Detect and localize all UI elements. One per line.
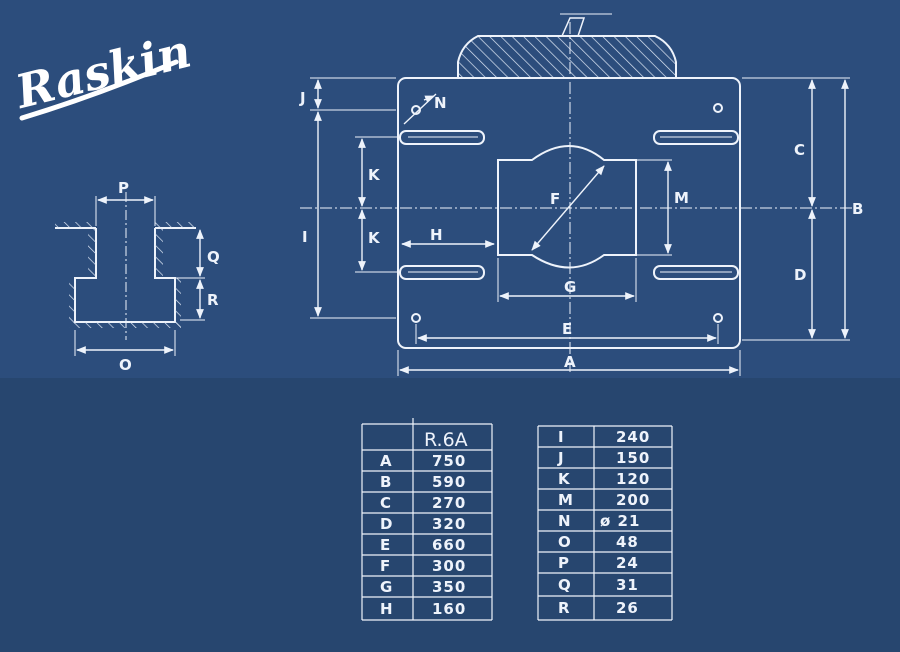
table-right-value: 240 [616, 428, 650, 446]
plate-outline [397, 77, 741, 349]
label-q: Q [207, 248, 220, 266]
table-left-value: 320 [432, 515, 466, 533]
label-a: A [564, 353, 576, 371]
table-left-key: F [380, 557, 391, 575]
dimension-table-right: I 240 J 150 K 120 M 200 N ø 21 O 48 P 24… [537, 425, 673, 621]
raskin-logo: Raskin [9, 24, 197, 121]
table-left-key: C [380, 494, 392, 512]
slot-top-right [653, 130, 739, 145]
table-right-value: 31 [616, 576, 639, 594]
table-left-value: 270 [432, 494, 466, 512]
logo-underline [19, 59, 179, 121]
table-left-key: E [380, 536, 391, 554]
label-e: E [562, 320, 572, 338]
slot-bottom-right [653, 265, 739, 280]
table-left-key: G [380, 578, 393, 596]
label-o: O [119, 356, 132, 374]
label-d: D [794, 266, 806, 284]
table-left-value: 300 [432, 557, 466, 575]
label-m: M [674, 189, 689, 207]
table-right-value: 48 [616, 533, 639, 551]
table-right-value: 150 [616, 449, 650, 467]
table-right-value: 200 [616, 491, 650, 509]
central-window [497, 145, 637, 269]
table-left-value: 750 [432, 452, 466, 470]
table-right-value: ø 21 [600, 512, 640, 530]
table-right-key: O [558, 533, 572, 551]
table-right-key: K [558, 470, 571, 488]
label-g: G [564, 278, 576, 296]
table-right-value: 26 [616, 599, 639, 617]
label-c: C [794, 141, 805, 159]
table-right-key: Q [558, 576, 572, 594]
table-left-key: D [380, 515, 393, 533]
label-r: R [207, 291, 219, 309]
label-f: F [550, 190, 560, 208]
table-left-key: A [380, 452, 393, 470]
label-p: P [118, 179, 129, 197]
t-slot-section [55, 192, 205, 356]
table-left-value: 350 [432, 578, 466, 596]
label-i: I [302, 228, 308, 246]
dim-f [531, 165, 605, 251]
dimension-table-left: R.6A A 750 B 590 C 270 D 320 E 660 F 300… [361, 418, 493, 621]
hole-top-left [411, 105, 421, 115]
label-n: N [434, 94, 447, 112]
hole-bottom-right [713, 313, 723, 323]
drawing-area [0, 0, 900, 378]
table-right-value: 24 [616, 554, 639, 572]
table-right-key: R [558, 599, 571, 617]
table-left-key: H [380, 600, 394, 618]
plate-holder [457, 35, 677, 79]
logo-text: Raskin [9, 24, 197, 120]
hole-top-right [713, 103, 723, 113]
table-left-value: 660 [432, 536, 466, 554]
label-k-upper: K [368, 166, 381, 184]
table-left-value: 160 [432, 600, 466, 618]
label-j: J [299, 89, 306, 107]
label-h: H [430, 226, 443, 244]
table-right-key: I [558, 428, 565, 446]
table-right-value: 120 [616, 470, 650, 488]
hole-bottom-left [411, 313, 421, 323]
label-k-lower: K [368, 229, 381, 247]
label-b: B [852, 200, 863, 218]
table-right-key: N [558, 512, 572, 530]
table-left-key: B [380, 473, 392, 491]
table-right-key: M [558, 491, 574, 509]
table-right-key: J [557, 449, 565, 467]
slot-top-left [399, 130, 485, 145]
table-right-key: P [558, 554, 570, 572]
table-left-value: 590 [432, 473, 466, 491]
plate-drawing [300, 13, 860, 376]
table-left-header: R.6A [424, 429, 468, 451]
slot-bottom-left [399, 265, 485, 280]
